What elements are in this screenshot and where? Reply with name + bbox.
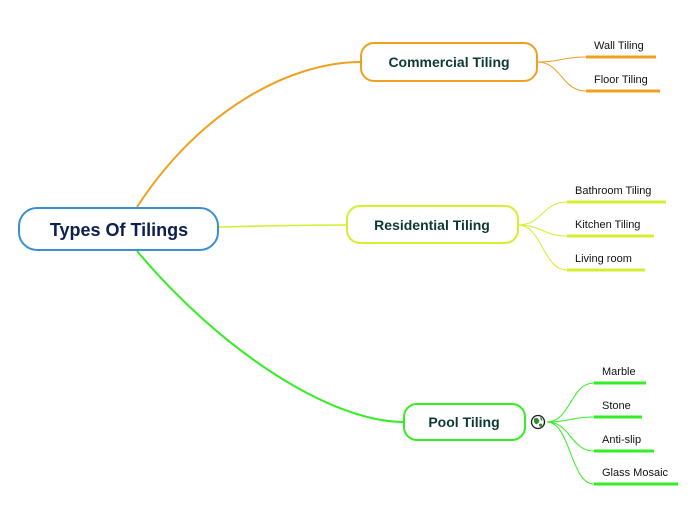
root-to-branch-connector [217, 224, 348, 228]
leaf-node[interactable]: Bathroom Tiling [567, 185, 666, 204]
leaf-node-label: Stone [602, 400, 631, 412]
branch-to-leaf-connector [536, 61, 587, 92]
connector-lines [136, 56, 595, 485]
branch-node-residential-tiling[interactable]: Residential Tiling [346, 205, 519, 244]
leaf-node[interactable]: Marble [594, 366, 646, 385]
branch-to-leaf-connector [546, 416, 595, 423]
root-to-branch-connector [136, 61, 362, 208]
branch-to-leaf-connector [546, 421, 595, 485]
branch-node-label: Commercial Tiling [388, 54, 509, 70]
branch-to-leaf-connector [517, 201, 568, 226]
branch-node-pool-tiling[interactable]: Pool Tiling [403, 403, 526, 441]
branch-node-commercial-tiling[interactable]: Commercial Tiling [360, 42, 538, 82]
leaf-node[interactable]: Glass Mosaic [594, 467, 678, 486]
leaf-node-label: Bathroom Tiling [575, 185, 651, 197]
leaf-node[interactable]: Wall Tiling [586, 40, 656, 59]
globe-icon[interactable] [530, 414, 546, 430]
leaf-node-label: Glass Mosaic [602, 467, 669, 479]
branch-node-label: Residential Tiling [374, 217, 490, 233]
leaf-node-label: Marble [602, 366, 636, 378]
branch-node-label: Pool Tiling [428, 414, 499, 430]
leaf-node-label: Floor Tiling [594, 74, 648, 86]
leaf-node-label: Anti-slip [602, 434, 641, 446]
branch-to-leaf-connector [536, 56, 587, 63]
root-node[interactable]: Types Of Tilings [18, 207, 219, 251]
leaf-node-label: Kitchen Tiling [575, 219, 640, 231]
leaf-node[interactable]: Anti-slip [594, 434, 654, 453]
leaf-node-label: Wall Tiling [594, 40, 644, 52]
root-to-branch-connector [136, 250, 405, 423]
branch-to-leaf-connector [546, 382, 595, 423]
branch-to-leaf-connector [546, 421, 595, 452]
root-node-label: Types Of Tilings [50, 220, 188, 240]
leaf-node[interactable]: Floor Tiling [586, 74, 660, 93]
leaf-node[interactable]: Kitchen Tiling [567, 219, 654, 238]
leaf-node-label: Living room [575, 253, 632, 265]
leaf-node[interactable]: Living room [567, 253, 645, 272]
branch-to-leaf-connector [517, 224, 568, 237]
branch-to-leaf-connector [517, 224, 568, 271]
leaf-node[interactable]: Stone [594, 400, 642, 419]
